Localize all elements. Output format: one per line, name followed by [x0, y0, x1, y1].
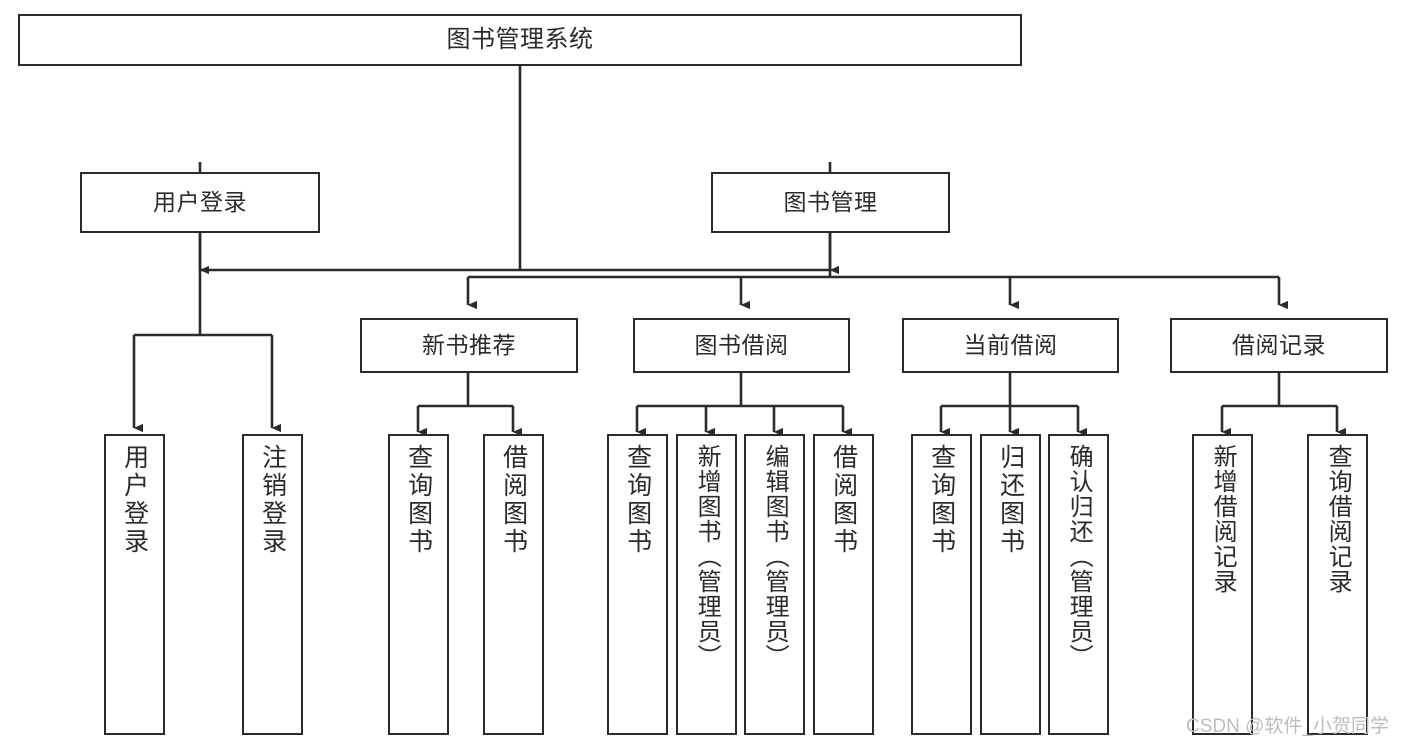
- node-leaf-query-book-2[interactable]: 查询图书: [607, 434, 668, 735]
- node-leaf-borrow-book-2-label: 借阅图书: [829, 444, 858, 556]
- node-leaf-edit-book[interactable]: 编辑图书（管理员）: [744, 434, 805, 735]
- node-leaf-user-login-label: 用户登录: [120, 444, 149, 556]
- node-leaf-confirm-return-label: 确认归还（管理员）: [1065, 444, 1093, 669]
- node-user-login[interactable]: 用户登录: [80, 172, 320, 233]
- node-leaf-borrow-book-2[interactable]: 借阅图书: [813, 434, 874, 735]
- node-leaf-add-record-label: 新增借阅记录: [1209, 444, 1237, 594]
- node-user-login-label: 用户登录: [153, 188, 247, 215]
- node-leaf-user-logout[interactable]: 注销登录: [242, 434, 303, 735]
- node-leaf-query-record[interactable]: 查询借阅记录: [1307, 434, 1368, 735]
- node-leaf-query-book-3[interactable]: 查询图书: [911, 434, 972, 735]
- node-leaf-query-book-2-label: 查询图书: [623, 444, 652, 556]
- node-book-manage-label: 图书管理: [783, 188, 878, 215]
- node-current-borrow[interactable]: 当前借阅: [902, 318, 1119, 373]
- node-leaf-query-book-3-label: 查询图书: [927, 444, 956, 556]
- node-leaf-add-book[interactable]: 新增图书（管理员）: [676, 434, 737, 735]
- node-leaf-query-record-label: 查询借阅记录: [1324, 444, 1352, 594]
- node-leaf-add-record[interactable]: 新增借阅记录: [1192, 434, 1253, 735]
- node-book-borrow[interactable]: 图书借阅: [633, 318, 850, 373]
- node-leaf-return-book[interactable]: 归还图书: [980, 434, 1041, 735]
- node-leaf-confirm-return[interactable]: 确认归还（管理员）: [1048, 434, 1109, 735]
- node-book-borrow-label: 图书借阅: [694, 331, 789, 358]
- node-leaf-borrow-book-1-label: 借阅图书: [499, 444, 528, 556]
- node-leaf-query-book-1[interactable]: 查询图书: [388, 434, 449, 735]
- node-leaf-add-book-label: 新增图书（管理员）: [693, 444, 721, 669]
- node-borrow-record[interactable]: 借阅记录: [1170, 318, 1388, 373]
- node-root[interactable]: 图书管理系统: [18, 14, 1022, 66]
- node-current-borrow-label: 当前借阅: [963, 331, 1058, 358]
- node-book-manage[interactable]: 图书管理: [711, 172, 950, 233]
- node-leaf-borrow-book-1[interactable]: 借阅图书: [483, 434, 544, 735]
- node-new-book-rec[interactable]: 新书推荐: [360, 318, 578, 373]
- node-new-book-rec-label: 新书推荐: [422, 331, 516, 358]
- node-leaf-user-login[interactable]: 用户登录: [104, 434, 165, 735]
- node-leaf-query-book-1-label: 查询图书: [404, 444, 433, 556]
- node-leaf-edit-book-label: 编辑图书（管理员）: [761, 444, 789, 669]
- watermark-text: CSDN @软件_小贺同学: [1186, 716, 1389, 737]
- node-root-label: 图书管理系统: [446, 25, 594, 53]
- node-leaf-user-logout-label: 注销登录: [258, 444, 287, 556]
- node-borrow-record-label: 借阅记录: [1232, 331, 1326, 358]
- node-leaf-return-book-label: 归还图书: [996, 444, 1025, 556]
